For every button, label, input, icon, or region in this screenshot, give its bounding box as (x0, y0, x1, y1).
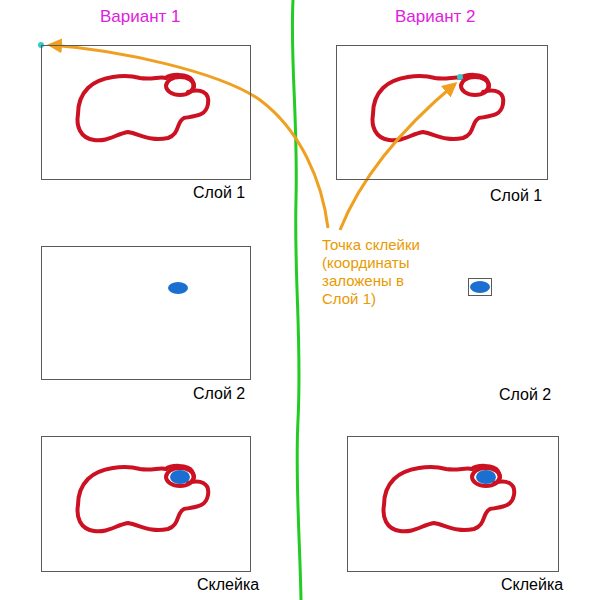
layer-box: Слой 1 (41, 45, 251, 180)
layer-label: Слой 1 (193, 184, 245, 202)
leader-arrow (340, 84, 455, 230)
layer-box: Слой 2 (41, 246, 251, 380)
layer-label: Склейка (197, 576, 259, 594)
layer-box: Склейка (41, 436, 251, 572)
shape-outline (373, 75, 504, 140)
leader-arrow (50, 45, 328, 228)
layer-label: Слой 1 (490, 187, 542, 205)
divider-line (292, 0, 301, 600)
shape-outline (78, 75, 209, 140)
layer-box: Склейка (347, 436, 559, 572)
layer-label: Слой 2 (193, 385, 245, 403)
shape-outline (78, 466, 209, 531)
layer-label: Склейка (501, 576, 563, 594)
variant-title: Вариант 1 (100, 7, 181, 27)
anchor-point (457, 74, 463, 80)
layer-box: Слой 1 (336, 45, 548, 180)
shape-outline (384, 466, 515, 531)
blue-patch (170, 470, 190, 484)
layer-box: Слой 2 (468, 278, 492, 296)
callout-note: Точка склейки (координаты заложены в Сло… (322, 236, 440, 308)
variant-title: Вариант 2 (395, 7, 476, 27)
blue-patch (470, 281, 490, 293)
blue-patch (168, 282, 188, 294)
layer-label: Слой 2 (499, 386, 551, 404)
blue-patch (476, 470, 496, 484)
